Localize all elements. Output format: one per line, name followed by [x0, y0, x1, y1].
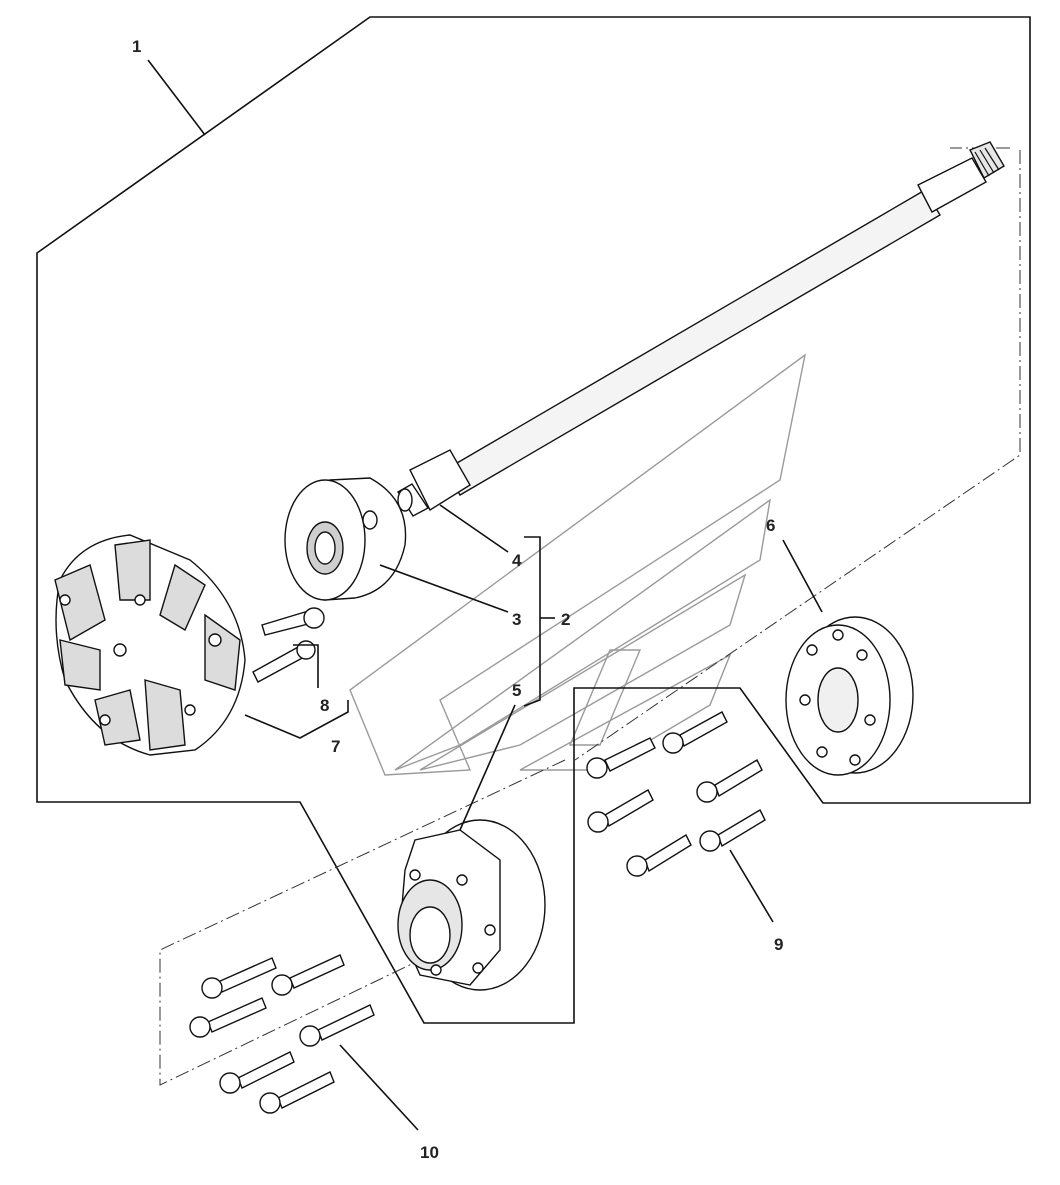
leader-5 — [459, 704, 516, 831]
bolt — [696, 759, 763, 803]
elastic-coupling-part-7 — [54, 534, 246, 756]
watermark-logo — [349, 353, 807, 776]
leader-1 — [147, 59, 206, 136]
leader-4 — [439, 504, 509, 553]
bolt — [299, 1004, 375, 1047]
leader-10 — [339, 1044, 419, 1131]
bolt — [626, 834, 692, 877]
flange-ring-part-6 — [785, 616, 914, 776]
bracket-7 — [244, 700, 349, 739]
leader-9 — [729, 849, 774, 923]
bolt — [201, 957, 277, 999]
bolt — [271, 954, 345, 996]
shaft-axis-line — [574, 150, 1021, 761]
bolt — [587, 789, 654, 833]
leader-lines — [147, 59, 823, 1131]
flange-hub-part-5 — [397, 819, 546, 991]
bracket-2 — [523, 536, 541, 707]
bolt — [662, 711, 728, 754]
bolt-set-part-9 — [586, 711, 766, 877]
lower-bolt-box — [159, 759, 566, 1086]
bolt — [699, 809, 766, 852]
bolt — [219, 1051, 295, 1094]
drive-shaft — [397, 141, 1005, 517]
bracket-8 — [293, 644, 319, 688]
bolt — [586, 737, 656, 779]
coupling-hub-part-3 — [284, 477, 407, 601]
callout-3: 3 — [512, 610, 521, 629]
bolt — [189, 997, 267, 1038]
callout-4: 4 — [512, 551, 522, 570]
callout-5: 5 — [512, 681, 521, 700]
leader-6 — [782, 539, 823, 613]
leader-3 — [379, 564, 509, 613]
callout-7: 7 — [331, 737, 340, 756]
assembly-frame-outline — [36, 16, 1031, 1024]
callout-10: 10 — [420, 1143, 439, 1162]
callouts: 1 2 3 4 5 6 7 8 9 10 — [132, 37, 783, 1162]
bolt — [259, 1071, 335, 1114]
callout-2: 2 — [561, 610, 570, 629]
callout-1: 1 — [132, 37, 141, 56]
bolt-set-part-10 — [189, 954, 375, 1114]
callout-8: 8 — [320, 696, 329, 715]
callout-6: 6 — [766, 516, 775, 535]
callout-9: 9 — [774, 935, 783, 954]
